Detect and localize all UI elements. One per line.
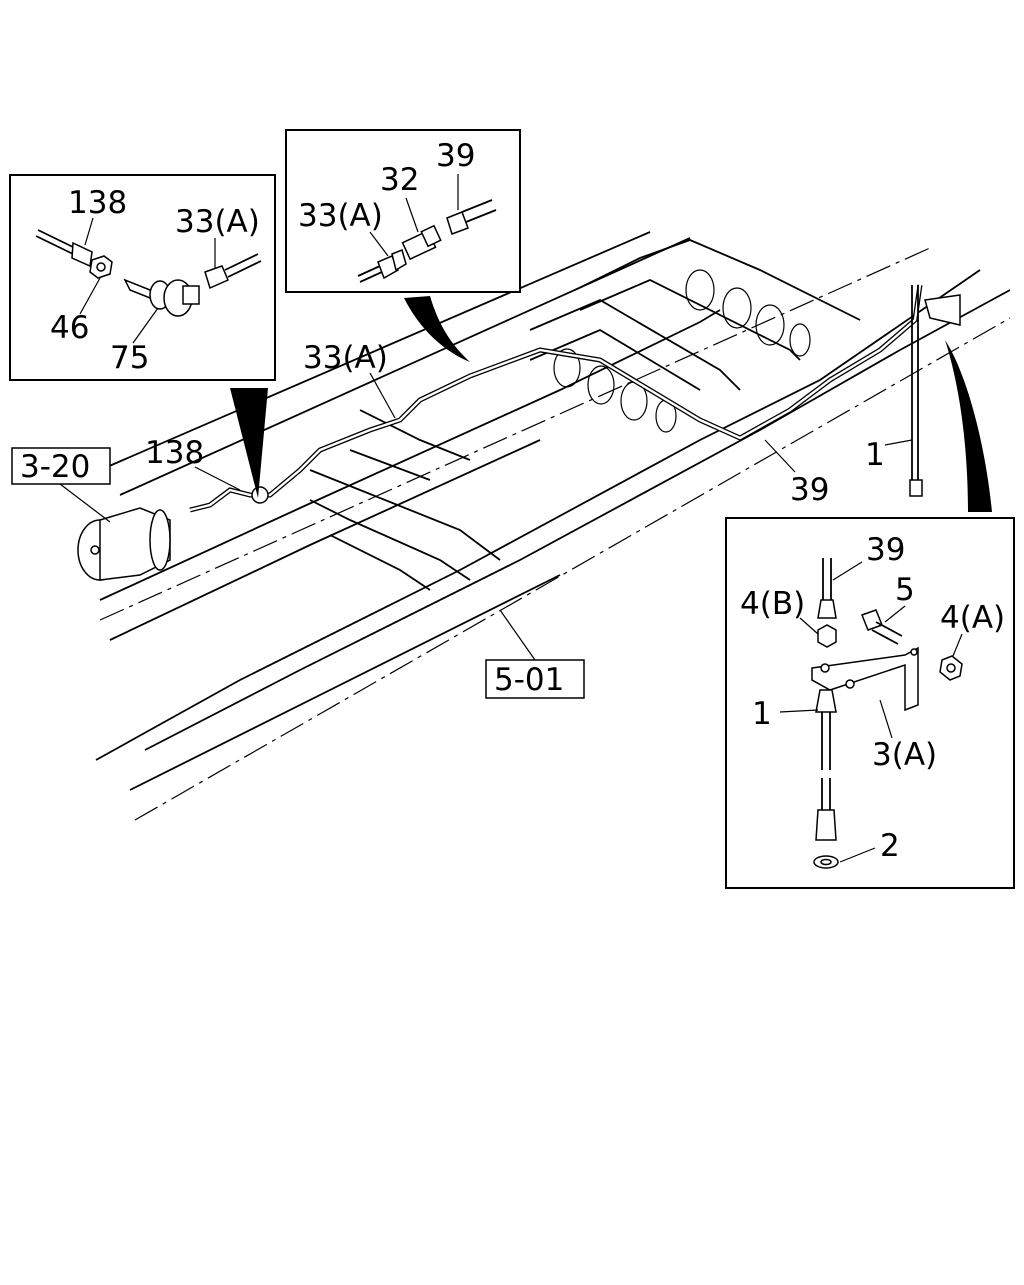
inset-top-callout-39: 39 xyxy=(436,138,475,174)
inset-top: 33(A) 32 39 xyxy=(285,129,521,293)
inset-right-callout-39: 39 xyxy=(866,532,905,568)
far-rail-top xyxy=(99,309,721,601)
booster-assembly xyxy=(77,486,269,581)
chassis-frame xyxy=(77,231,1011,821)
inset-right-callout-4a: 4(A) xyxy=(940,600,1005,636)
ref-box-5-01: 5-01 xyxy=(485,609,585,699)
callout-138-main: 138 xyxy=(145,435,204,471)
far-rail-bottom xyxy=(109,439,541,641)
cross-member-2 xyxy=(309,409,501,591)
inset-left-callout-75: 75 xyxy=(110,340,149,376)
ref-label-5-01: 5-01 xyxy=(494,662,564,698)
ref-box-3-20: 3-20 xyxy=(11,447,111,523)
pointer-right-inset xyxy=(945,340,992,512)
inset-top-callout-32: 32 xyxy=(380,162,419,198)
cross-member xyxy=(529,239,861,433)
inset-left-callout-46: 46 xyxy=(50,310,89,346)
inset-top-callout-33a: 33(A) xyxy=(298,198,383,234)
ref-label-3-20: 3-20 xyxy=(20,449,90,485)
brake-pipe-run xyxy=(189,284,961,513)
inset-right-callout-1: 1 xyxy=(752,696,772,732)
far-rail-upper-edge xyxy=(99,231,651,471)
callout-33a-main: 33(A) xyxy=(303,340,388,376)
inset-left-callout-138: 138 xyxy=(68,185,127,221)
inset-left: 138 33(A) 46 75 xyxy=(9,174,276,381)
callout-1-main: 1 xyxy=(865,437,885,473)
inset-right-callout-4b: 4(B) xyxy=(740,586,805,622)
frame-centerline-upper xyxy=(99,247,931,621)
callout-39-main: 39 xyxy=(790,472,829,508)
inset-left-callout-33a: 33(A) xyxy=(175,204,260,240)
pointer-left-inset xyxy=(230,388,268,498)
inset-right: 39 5 4(B) 4(A) 1 3(A) 2 xyxy=(725,517,1015,889)
inset-right-callout-5: 5 xyxy=(895,572,915,608)
near-rail-top xyxy=(95,269,981,761)
pointer-top-inset xyxy=(404,296,470,362)
frame-centerline-lower xyxy=(134,317,1011,821)
near-rail-bottom xyxy=(129,574,561,791)
inset-right-callout-2: 2 xyxy=(880,828,900,864)
inset-right-callout-3a: 3(A) xyxy=(872,737,937,773)
